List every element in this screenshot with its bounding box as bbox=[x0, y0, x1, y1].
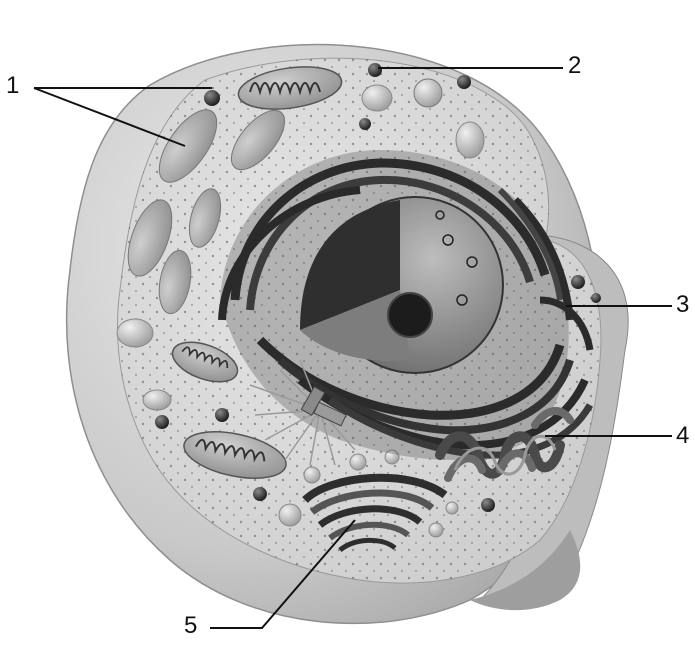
granule-labeled-2 bbox=[368, 63, 382, 77]
nucleolus bbox=[388, 293, 432, 337]
label-1: 1 bbox=[6, 74, 19, 98]
label-4: 4 bbox=[676, 424, 689, 448]
label-3: 3 bbox=[676, 293, 689, 317]
label-2: 2 bbox=[568, 54, 581, 78]
vesicle-left bbox=[117, 319, 153, 347]
label-5: 5 bbox=[184, 614, 197, 638]
